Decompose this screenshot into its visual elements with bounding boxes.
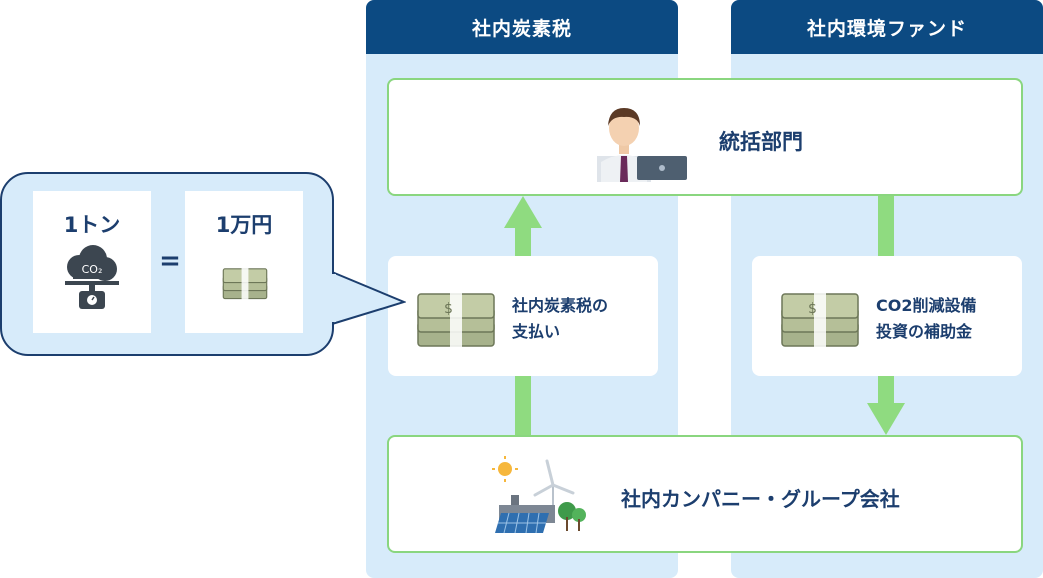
money-stack-icon: $ bbox=[417, 292, 495, 348]
carbon-tax-column-header: 社内炭素税 bbox=[366, 0, 678, 54]
tax-payment-card: $ 社内炭素税の 支払い bbox=[388, 256, 658, 376]
subsidy-label-line1: CO2削減設備 bbox=[876, 296, 977, 315]
arrow-bottom-to-payment bbox=[515, 376, 531, 436]
callout-pointer bbox=[331, 271, 406, 325]
headquarters-label: 統括部門 bbox=[719, 130, 803, 154]
callout-pointer-mask bbox=[330, 274, 336, 322]
arrow-down-head bbox=[867, 403, 905, 435]
arrow-top-to-subsidy bbox=[878, 196, 894, 256]
co2-ton-card: 1トン CO₂ bbox=[33, 191, 151, 333]
headquarters-box: 統括部門 bbox=[387, 78, 1023, 196]
subsidy-card: $ CO2削減設備 投資の補助金 bbox=[752, 256, 1022, 376]
svg-text:$: $ bbox=[444, 301, 453, 317]
equals-sign: = bbox=[159, 246, 181, 276]
subsidy-label-line2: 投資の補助金 bbox=[876, 322, 973, 341]
group-companies-label: 社内カンパニー・グループ会社 bbox=[621, 487, 900, 511]
factory-solar-wind-icon bbox=[492, 456, 586, 534]
co2-scale-icon bbox=[65, 245, 119, 309]
tax-payment-label-line2: 支払い bbox=[512, 322, 561, 341]
yen-card: 1万円 bbox=[185, 191, 303, 333]
env-fund-column-header: 社内環境ファンド bbox=[731, 0, 1043, 54]
svg-text:$: $ bbox=[808, 301, 817, 317]
group-companies-box: 社内カンパニー・グループ会社 bbox=[387, 435, 1023, 553]
co2-label: CO₂ bbox=[81, 263, 103, 276]
money-stack-icon: $ bbox=[781, 292, 859, 348]
arrow-subsidy-to-bottom-shaft bbox=[878, 376, 894, 404]
money-stack-icon bbox=[222, 267, 268, 300]
arrow-up-head bbox=[504, 196, 542, 228]
yen-title: 1万円 bbox=[215, 213, 273, 237]
tax-payment-label-line1: 社内炭素税の bbox=[512, 296, 609, 315]
co2-ton-title: 1トン bbox=[63, 213, 121, 237]
arrow-payment-to-top-shaft bbox=[515, 226, 531, 256]
person-laptop-icon bbox=[597, 108, 687, 182]
